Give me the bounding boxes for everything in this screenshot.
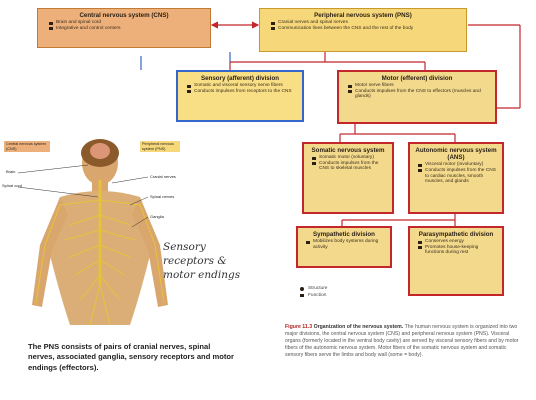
- motor-list: Motor nerve fibers Conducts impulses fro…: [345, 83, 489, 100]
- sensory-title: Sensory (afferent) division: [200, 75, 280, 82]
- spinal-cord-label: Spinal cord: [2, 183, 23, 188]
- motor-item: Conducts impulses from the CNS to effect…: [348, 89, 489, 100]
- spinal-nerves-label: Spinal nerves: [150, 194, 175, 199]
- parasympathetic-box: Parasympathetic division Conserves energ…: [408, 226, 504, 296]
- body-silhouette-illustration: [17, 139, 168, 326]
- handwritten-annotation: Sensory receptors & motor endings: [163, 241, 241, 282]
- pns-box: Peripheral nervous system (PNS) Cranial …: [259, 8, 467, 52]
- pns-title: Peripheral nervous system (PNS): [314, 12, 412, 19]
- cns-item: Brain and spinal cord: [49, 20, 202, 26]
- parasympathetic-item: Conserves energy: [418, 239, 497, 245]
- pns-list: Cranial nerves and spinal nerves Communi…: [268, 20, 458, 31]
- sympathetic-list: Mobilizes body systems during activity: [303, 239, 385, 250]
- motor-title: Motor (efferent) division: [381, 75, 453, 82]
- parasympathetic-list: Conserves energy Promotes house-keeping …: [415, 239, 497, 256]
- pns-item: Communication lines between the CNS and …: [271, 26, 458, 32]
- figure-caption: Figure 11.3 Organization of the nervous …: [285, 324, 520, 359]
- parasympathetic-item: Promotes house-keeping functions during …: [418, 245, 497, 256]
- autonomic-title: Autonomic nervous system (ANS): [415, 147, 497, 162]
- somatic-box: Somatic nervous system Somatic motor (vo…: [302, 142, 394, 214]
- legend: Structure Function: [300, 286, 327, 298]
- autonomic-list: Visceral motor (involuntary) Conducts im…: [415, 162, 497, 185]
- caption-label: Figure 11.3: [285, 324, 313, 330]
- somatic-list: Somatic motor (voluntary) Conducts impul…: [309, 155, 387, 172]
- motor-item: Motor nerve fibers: [348, 83, 489, 89]
- legend-structure: Structure: [308, 286, 328, 291]
- caption-title: Organization of the nervous system.: [313, 324, 404, 330]
- autonomic-item: Visceral motor (involuntary): [418, 162, 497, 168]
- sensory-list: Somatic and visceral sensory nerve fiber…: [184, 83, 296, 94]
- cns-title: Central nervous system (CNS): [79, 12, 169, 19]
- cns-list: Brain and spinal cord Integrative and co…: [46, 20, 202, 31]
- parasympathetic-title: Parasympathetic division: [418, 231, 494, 238]
- caption-text: The human nervous system is organized in…: [285, 324, 519, 359]
- motor-division-box: Motor (efferent) division Motor nerve fi…: [337, 70, 497, 124]
- autonomic-box: Autonomic nervous system (ANS) Visceral …: [408, 142, 504, 214]
- sympathetic-item: Mobilizes body systems during activity: [306, 239, 385, 250]
- body-figure: Central nervous system (CNS) Peripheral …: [0, 135, 180, 335]
- sympathetic-title: Sympathetic division: [313, 231, 375, 238]
- ganglia-label: Ganglia: [150, 214, 164, 219]
- pns-tag: Peripheral nervous system (PNS): [140, 141, 180, 153]
- structure-key-icon: [300, 286, 304, 291]
- pns-item: Cranial nerves and spinal nerves: [271, 20, 458, 26]
- sensory-item: Conducts impulses from receptors to the …: [187, 89, 296, 95]
- pns-note: The PNS consists of pairs of cranial ner…: [28, 342, 234, 372]
- autonomic-item: Conducts impulses from the CNS to cardia…: [418, 167, 496, 185]
- cns-box: Central nervous system (CNS) Brain and s…: [37, 8, 211, 48]
- cns-item: Integrative and control centers: [49, 26, 202, 32]
- somatic-item: Somatic motor (voluntary): [312, 155, 387, 161]
- sensory-item: Somatic and visceral sensory nerve fiber…: [187, 83, 296, 89]
- brain-label: Brain: [6, 169, 16, 174]
- cranial-nerves-label: Cranial nerves: [150, 174, 176, 179]
- sensory-division-box: Sensory (afferent) division Somatic and …: [176, 70, 304, 122]
- somatic-item: Conducts impulses from the CNS to skelet…: [312, 161, 387, 172]
- function-key-icon: [300, 294, 304, 297]
- cns-tag: Central nervous system (CNS): [4, 141, 50, 153]
- sympathetic-box: Sympathetic division Mobilizes body syst…: [296, 226, 392, 268]
- legend-function: Function: [308, 293, 327, 298]
- somatic-title: Somatic nervous system: [311, 147, 385, 154]
